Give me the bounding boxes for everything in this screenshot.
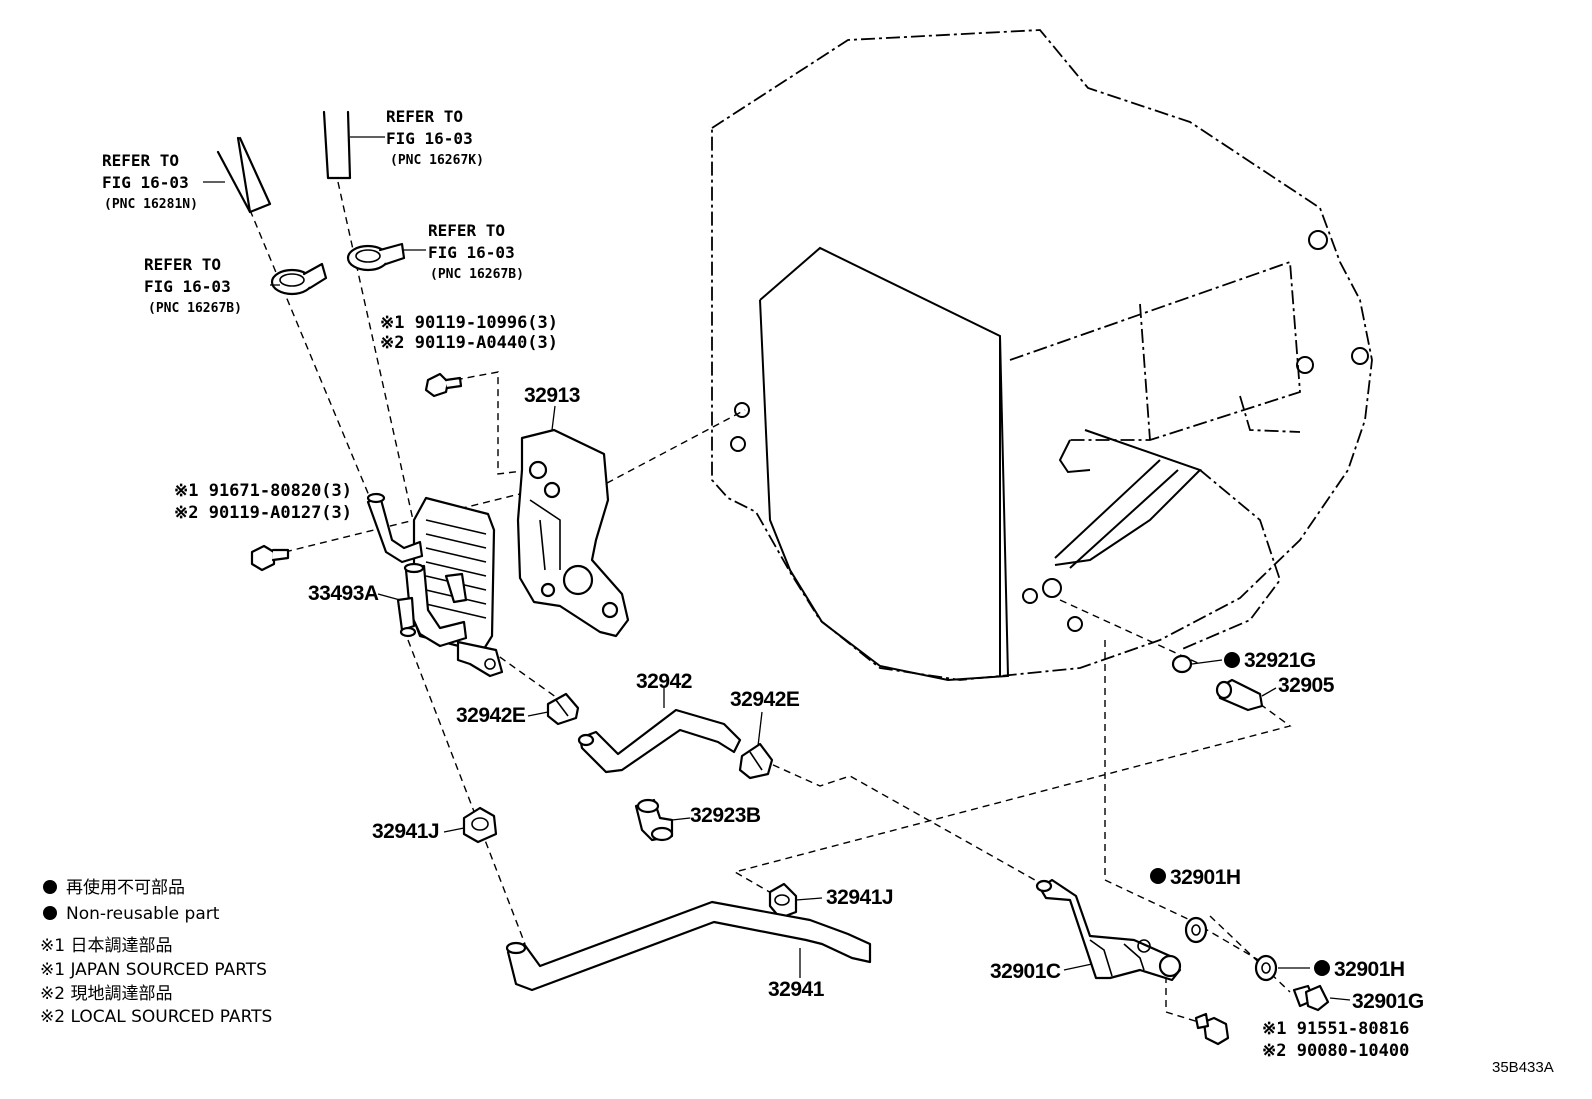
nonreusable-dot-icon [43, 906, 57, 920]
pipe-32901c [1035, 878, 1182, 982]
upper-hose-left [216, 136, 272, 214]
label-32942: 32942 [636, 670, 692, 693]
ref-callout-16267b-left: REFER TO FIG 16-03 (PNC 16267B) [144, 255, 242, 316]
ref-d-line2: FIG 16-03 [144, 277, 231, 296]
ref-b-line2: FIG 16-03 [386, 129, 473, 148]
bolt-top-line1: ※1 90119-10996(3) [380, 313, 558, 333]
label-32901g: 32901G [1352, 990, 1424, 1013]
ref-callout-16281n: REFER TO FIG 16-03 (PNC 16281N) [102, 151, 198, 212]
bolt-left [250, 544, 290, 572]
label-32942e-left: 32942E [456, 704, 526, 727]
washer-32901h-upper [1184, 916, 1208, 944]
label-32905: 32905 [1278, 674, 1335, 697]
hose-clamp-upper-right [346, 242, 406, 272]
ref-c-line1: REFER TO [428, 221, 505, 240]
bolt-left-line2: ※2 90119-A0127(3) [174, 503, 352, 523]
ref-a-line2: FIG 16-03 [102, 173, 189, 192]
cooler-bracket [516, 428, 630, 638]
part-labels: ※1 90119-10996(3) ※2 90119-A0440(3) ※1 9… [174, 313, 1424, 1061]
label-32923b: 32923B [690, 804, 761, 827]
ref-callout-16267k: REFER TO FIG 16-03 (PNC 16267K) [386, 107, 484, 168]
assembly-guide-lines [249, 181, 1292, 1025]
union-bolt-32901g [1292, 984, 1330, 1012]
nonreusable-dot-icon [43, 880, 57, 894]
o-ring-32921g [1171, 654, 1193, 674]
label-32901c: 32901C [990, 960, 1061, 983]
legend: 再使用不可部品 Non-reusable part ※1 日本調達部品 ※1 J… [40, 877, 272, 1027]
legend-nonreusable-en: Non-reusable part [66, 904, 220, 924]
label-32942e-right: 32942E [730, 688, 800, 711]
transaxle-case-outline [711, 29, 1373, 682]
upper-hose-right [322, 110, 352, 180]
ref-d-line1: REFER TO [144, 255, 221, 274]
legend-japan-jp: ※1 日本調達部品 [40, 936, 172, 956]
ref-b-line1: REFER TO [386, 107, 463, 126]
diagram-code: 35B433A [1492, 1059, 1554, 1076]
legend-local-en: ※2 LOCAL SOURCED PARTS [40, 1007, 272, 1027]
bolt-top-line2: ※2 90119-A0440(3) [380, 333, 558, 353]
label-32921g: 32921G [1244, 649, 1316, 672]
connector-32942e-right [738, 742, 774, 780]
clamp-32941j-left [462, 806, 498, 844]
legend-nonreusable-jp: 再使用不可部品 [66, 877, 185, 898]
bolt-bottom-line1: ※1 91551-80816 [1262, 1019, 1409, 1039]
label-32941: 32941 [768, 978, 825, 1001]
fitting-32905 [1215, 678, 1264, 712]
ref-callout-16267b-right: REFER TO FIG 16-03 (PNC 16267B) [428, 221, 524, 282]
ref-a-line1: REFER TO [102, 151, 179, 170]
ref-d-pnc: (PNC 16267B) [148, 301, 242, 316]
clamp-32923b [634, 798, 674, 842]
label-33493a: 33493A [308, 582, 379, 605]
leader-lines [203, 136, 1351, 1001]
label-32941j-left: 32941J [372, 820, 439, 843]
oil-cooler [366, 492, 504, 678]
ref-b-pnc: (PNC 16267K) [390, 153, 484, 168]
ref-c-line2: FIG 16-03 [428, 243, 515, 262]
pipe-32941 [505, 900, 872, 992]
connector-32942e-left [546, 692, 580, 726]
hose-32942 [577, 708, 742, 774]
legend-local-jp: ※2 現地調達部品 [40, 984, 172, 1004]
bolt-upper [424, 372, 463, 398]
label-32913: 32913 [524, 384, 580, 407]
clamp-32941j-right [768, 882, 798, 920]
bolt-left-line1: ※1 91671-80820(3) [174, 481, 352, 501]
legend-japan-en: ※1 JAPAN SOURCED PARTS [40, 960, 267, 980]
bolt-lower [1194, 1012, 1230, 1046]
hose-clamp-upper-left [270, 262, 328, 296]
bolt-bottom-line2: ※2 90080-10400 [1262, 1041, 1409, 1061]
ref-a-pnc: (PNC 16281N) [104, 197, 198, 212]
label-32901h-upper: 32901H [1170, 866, 1241, 889]
nonreusable-markers [1150, 652, 1330, 976]
ref-c-pnc: (PNC 16267B) [430, 267, 524, 282]
label-32941j-right: 32941J [826, 886, 893, 909]
label-32901h-lower: 32901H [1334, 958, 1405, 981]
washer-32901h-lower [1254, 954, 1278, 982]
